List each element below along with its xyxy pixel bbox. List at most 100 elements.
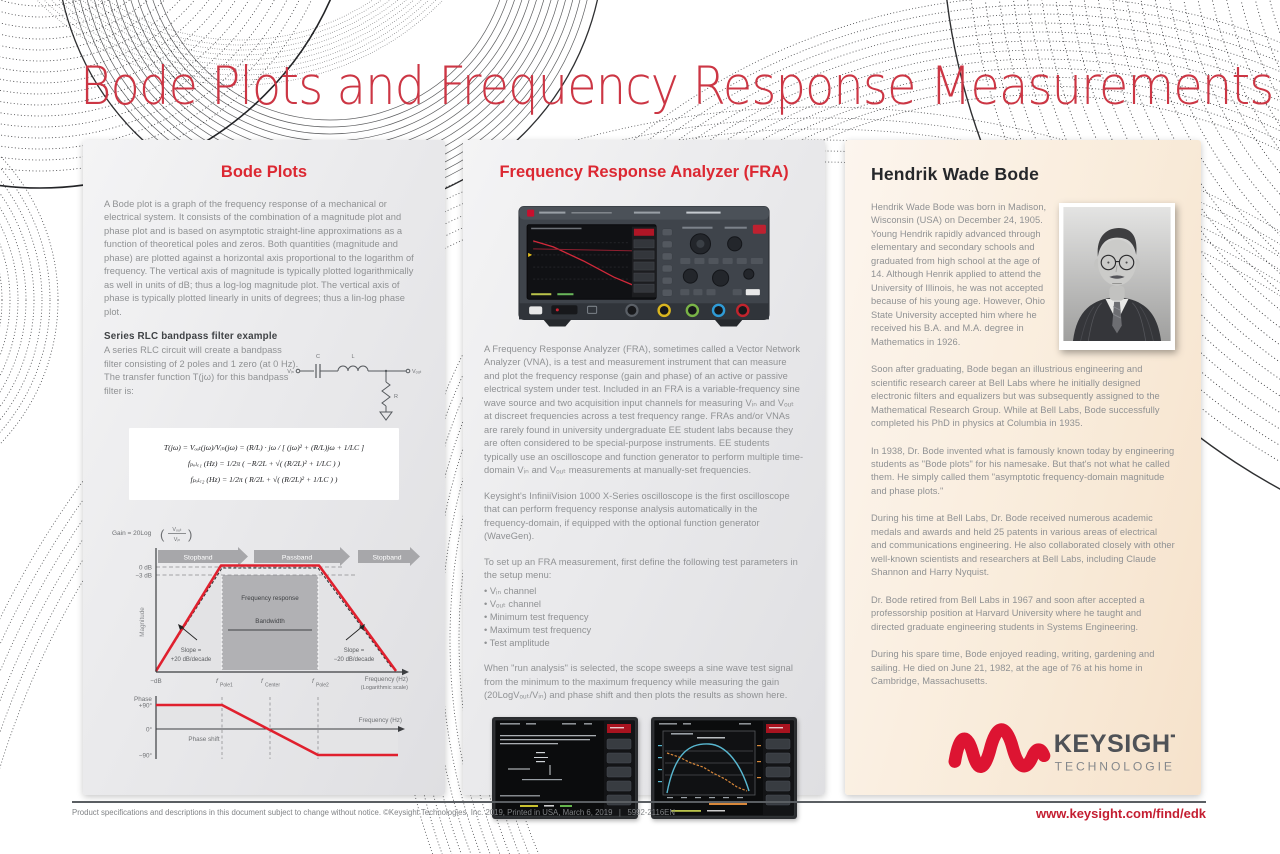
hendrik-heading: Hendrik Wade Bode	[871, 164, 1040, 184]
keysight-logo-icon	[527, 209, 535, 217]
equation-transfer-function: T(jω) = Vₒᵤₜ(jω)/Vᵢₙ(jω) = (R/L) · jω / …	[163, 443, 365, 453]
transfer-function-equations: T(jω) = Vₒᵤₜ(jω)/Vᵢₙ(jω) = (R/L) · jω / …	[129, 428, 399, 500]
oscilloscope-photo	[518, 205, 770, 327]
resistor-label: R	[394, 394, 398, 400]
svg-text:Gain = 20Log: Gain = 20Log	[112, 530, 152, 537]
fpole2-label: f Pole2	[312, 678, 329, 689]
hendrik-portrait-photo	[1059, 203, 1175, 350]
list-item: Test amplitude	[484, 637, 804, 650]
fpole1-label: f Pole1	[216, 678, 233, 689]
tick-0deg: 0°	[146, 725, 153, 733]
rlc-example-text: A series RLC circuit will create a bandp…	[104, 345, 299, 396]
poster-title: Bode Plots and Frequency Response Measur…	[80, 56, 1274, 117]
phase-shift-label: Phase shift	[188, 736, 219, 743]
fra-paragraph-1: A Frequency Response Analyzer (FRA), som…	[484, 344, 804, 476]
phase-freq-axis-label: Frequency (Hz)	[359, 717, 402, 724]
usb-port	[587, 305, 598, 314]
list-item: Minimum test frequency	[484, 611, 804, 624]
fra-setup-list: Vᵢₙ channel Vₒᵤₜ channel Minimum test fr…	[484, 585, 804, 651]
tick-plus90: +90°	[139, 701, 153, 709]
inductor-label: L	[351, 354, 354, 360]
equation-pole1: fₚₒₗₑ₁ (Hz) = 1/2π ( −R/2L + √( (R/2L)² …	[187, 459, 341, 468]
logo-wordmark: KEYSIGHT	[1054, 729, 1175, 757]
freq-axis-label: Frequency (Hz)	[365, 676, 408, 683]
bnc-channel1-yellow	[657, 303, 671, 318]
bio-paragraph-6: During his spare time, Bode enjoyed read…	[871, 649, 1155, 687]
bio-paragraph-3: In 1938, Dr. Bode invented what is famou…	[871, 445, 1175, 496]
logo-subtext: TECHNOLOGIES	[1055, 759, 1175, 773]
bnc-channel2-green	[685, 303, 700, 318]
svg-text:Slope =: Slope =	[181, 648, 202, 654]
phase-title: Phase	[134, 696, 152, 703]
setup-formula-sketch	[507, 751, 562, 781]
bode-heading: Bode Plots	[220, 163, 308, 181]
circuit-vout-label: Vₒᵤₜ	[412, 369, 422, 375]
scope-softkeys	[661, 228, 673, 297]
scope-trace-red	[532, 240, 639, 288]
phase-shaded-region	[156, 704, 398, 755]
capacitor-label: C	[316, 354, 320, 360]
power-button	[529, 306, 543, 315]
origin-label: −dB	[150, 678, 161, 685]
fra-plot-area	[657, 730, 761, 805]
svg-text:): )	[188, 527, 192, 542]
bnc-gen-out-red	[736, 303, 750, 318]
bode-intro-paragraph: A Bode plot is a graph of the frequency …	[104, 199, 414, 317]
face	[1097, 239, 1137, 286]
slope-left-annotation: Slope = +20 dB/decade	[171, 623, 212, 663]
list-item: Vₒᵤₜ channel	[484, 598, 804, 611]
stopband-right-label: Stopband	[372, 554, 401, 561]
svg-text:+20 dB/decade: +20 dB/decade	[171, 657, 212, 663]
scope-control-panel	[680, 224, 766, 296]
ground-icon	[379, 411, 393, 422]
svg-text:Vₒᵤₜ: Vₒᵤₜ	[172, 527, 182, 533]
scope-connector-strip	[519, 303, 769, 320]
asymptotic-line	[157, 567, 393, 668]
tick-0db: 0 dB	[139, 564, 152, 571]
rlc-circuit-diagram: Vᵢₙ C L Vₒᵤₜ	[287, 354, 422, 422]
demo-terminal	[625, 303, 639, 317]
log-scale-note: (Logarithmic scale)	[361, 685, 408, 691]
bio-paragraph-2: Soon after graduating, Bode began an ill…	[871, 364, 1160, 429]
tick-minus90: −90°	[139, 751, 153, 759]
stopband-left-label: Stopband	[183, 554, 212, 561]
resistor-icon	[381, 381, 391, 407]
tick-minus3db: −3 dB	[135, 572, 152, 579]
vout-terminal	[405, 368, 411, 374]
scope-screenshot-setup	[491, 716, 638, 819]
panel-fra: Frequency Response Analyzer (FRA)	[463, 140, 825, 819]
band-arrows: Stopband Passband Stopband	[158, 546, 420, 566]
keysight-logo-graphic: KEYSIGHT TECHNOLOGIES	[948, 722, 1175, 773]
svg-text:Slope =: Slope =	[344, 648, 365, 654]
footer-divider	[72, 801, 1206, 803]
equation-pole2: fₚₒₗₑ₂ (Hz) = 1/2π ( R/2L + √( (R/2L)² +…	[190, 474, 338, 484]
scope-screenshot-fra-plot	[650, 716, 797, 819]
portrait-illustration	[1063, 207, 1171, 342]
fra-paragraph-2: Keysight's InfiniiVision 1000 X-Series o…	[484, 490, 790, 542]
bio-paragraph-4: During his time at Bell Labs, Dr. Bode r…	[871, 513, 1175, 578]
mustache	[1109, 275, 1125, 279]
footer-legal-text: Product specifications and descriptions …	[72, 808, 675, 817]
hair	[1097, 228, 1137, 257]
svg-text:(: (	[160, 527, 165, 542]
list-item: Vᵢₙ channel	[484, 585, 804, 598]
phase-curve-orange	[666, 752, 747, 792]
keysight-wave-mark	[948, 722, 1051, 773]
fcenter-label: f Center	[261, 678, 280, 689]
svg-text:Center: Center	[265, 682, 280, 688]
vin-terminal	[295, 368, 301, 374]
panel-bode-plots: Bode Plots A Bode plot is a graph of the…	[83, 140, 445, 795]
footer-url: www.keysight.com/find/edk	[1036, 806, 1206, 821]
screenshot-menu-column	[603, 720, 635, 815]
fra-paragraph-4: When "run analysis" is selected, the sco…	[484, 663, 793, 701]
svg-text:f: f	[312, 678, 315, 685]
fra-paragraph-3: To set up an FRA measurement, first defi…	[484, 556, 798, 581]
keysight-logo: KEYSIGHT TECHNOLOGIES	[871, 715, 1175, 779]
gain-curve-blue	[665, 743, 750, 793]
frequency-response-curve	[154, 563, 398, 672]
bandwidth-label: Bandwidth	[255, 618, 285, 625]
slope-right-annotation: Slope = −20 dB/decade	[334, 623, 375, 663]
list-item: Maximum test frequency	[484, 624, 804, 637]
svg-text:Pole2: Pole2	[316, 682, 329, 688]
svg-text:Pole1: Pole1	[220, 682, 233, 688]
